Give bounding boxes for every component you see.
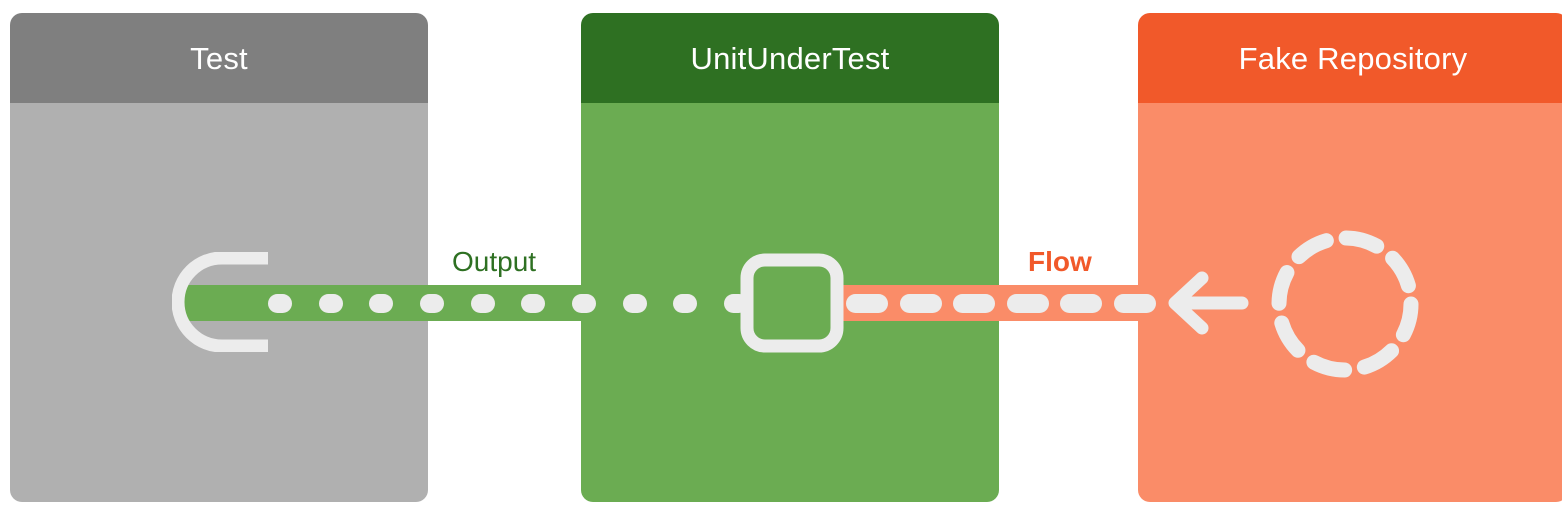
socket-receptacle-icon — [172, 252, 268, 352]
participant-title-fake-repository: Fake Repository — [1238, 40, 1468, 76]
connector-band-flow — [840, 285, 1168, 321]
participant-header-unit-under-test: UnitUnderTest — [581, 13, 999, 103]
connector-label-flow: Flow — [1028, 246, 1092, 277]
participant-header-test: Test — [10, 13, 428, 103]
participant-title-test: Test — [190, 40, 248, 76]
rounded-square-port-icon — [740, 253, 844, 353]
participant-header-fake-repository: Fake Repository — [1138, 13, 1562, 103]
connector-label-output: Output — [452, 246, 537, 277]
participant-title-unit-under-test: UnitUnderTest — [690, 40, 890, 76]
arrow-left-icon — [1168, 271, 1249, 335]
dashed-circle-port-icon — [1271, 230, 1419, 378]
